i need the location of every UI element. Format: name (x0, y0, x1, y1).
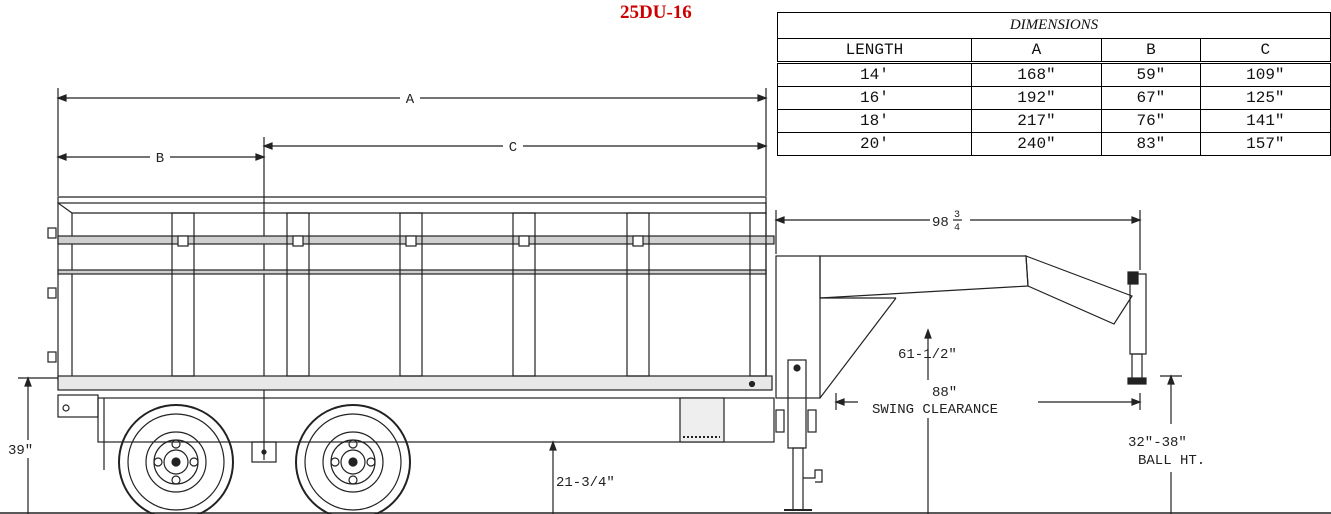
cell-a: 192" (970, 86, 1103, 110)
label-ball-ht: BALL HT. (1138, 453, 1205, 469)
cell-c: 157" (1199, 132, 1331, 156)
dimension-b: B (56, 149, 266, 167)
table-row: 20' 240" 83" 157" (777, 132, 1331, 156)
header-b: B (1101, 38, 1201, 64)
table-header-row: LENGTH A B C (777, 38, 1331, 64)
label-swing-clearance: SWING CLEARANCE (872, 402, 998, 418)
cell-b: 67" (1101, 86, 1201, 110)
cell-length: 18' (777, 109, 972, 133)
cell-a: 168" (970, 62, 1103, 87)
dimension-ball-height: 32"-38" BALL HT. (1128, 374, 1205, 514)
cell-c: 125" (1199, 86, 1331, 110)
cell-c: 109" (1199, 62, 1331, 87)
cell-b: 83" (1101, 132, 1201, 156)
label-a: A (406, 92, 415, 108)
cell-length: 14' (777, 62, 972, 87)
dimension-a: A (56, 88, 768, 196)
label-b: B (156, 151, 164, 167)
label-gooseneck-num: 3 (954, 210, 960, 221)
label-height-61: 61-1/2" (898, 347, 957, 363)
jack-stand (775, 359, 823, 511)
dimension-swing-clearance: 88" SWING CLEARANCE (834, 380, 1142, 418)
trailer-frame (57, 394, 775, 470)
dimension-c: C (262, 137, 768, 460)
dimension-39: 39" (6, 376, 58, 514)
front-wheel (295, 404, 411, 514)
cell-a: 217" (970, 109, 1103, 133)
gooseneck (775, 255, 1147, 399)
dimensions-table: DIMENSIONS LENGTH A B C 14' 168" 59" 109… (777, 12, 1331, 156)
header-length: LENGTH (777, 38, 972, 64)
cell-length: 20' (777, 132, 972, 156)
label-c: C (509, 140, 517, 156)
label-height-88: 88" (932, 385, 957, 401)
rear-wheel (118, 404, 234, 514)
dimension-21-3-4: 21-3/4" (549, 440, 615, 514)
cell-a: 240" (970, 132, 1103, 156)
tailgate-hinges (47, 227, 57, 363)
table-caption: DIMENSIONS (777, 12, 1331, 39)
header-a: A (970, 38, 1103, 64)
dump-box (47, 196, 775, 391)
dimension-gooseneck-length: 98 3 4 (774, 210, 1142, 270)
box-stakes (171, 212, 767, 377)
label-frame-height: 21-3/4" (556, 475, 615, 491)
table-row: 14' 168" 59" 109" (777, 62, 1331, 87)
dimension-61-1-2: 61-1/2" (898, 328, 957, 514)
table-row: 18' 217" 76" 141" (777, 109, 1331, 133)
label-deck-height: 39" (8, 443, 33, 459)
cell-length: 16' (777, 86, 972, 110)
label-gooseneck-den: 4 (954, 223, 960, 234)
cell-b: 76" (1101, 109, 1201, 133)
model-title: 25DU-16 (620, 2, 692, 23)
cell-c: 141" (1199, 109, 1331, 133)
table-row: 16' 192" 67" 125" (777, 86, 1331, 110)
label-ball-height: 32"-38" (1128, 435, 1187, 451)
cell-b: 59" (1101, 62, 1201, 87)
label-gooseneck-whole: 98 (932, 215, 949, 231)
header-c: C (1199, 38, 1331, 64)
